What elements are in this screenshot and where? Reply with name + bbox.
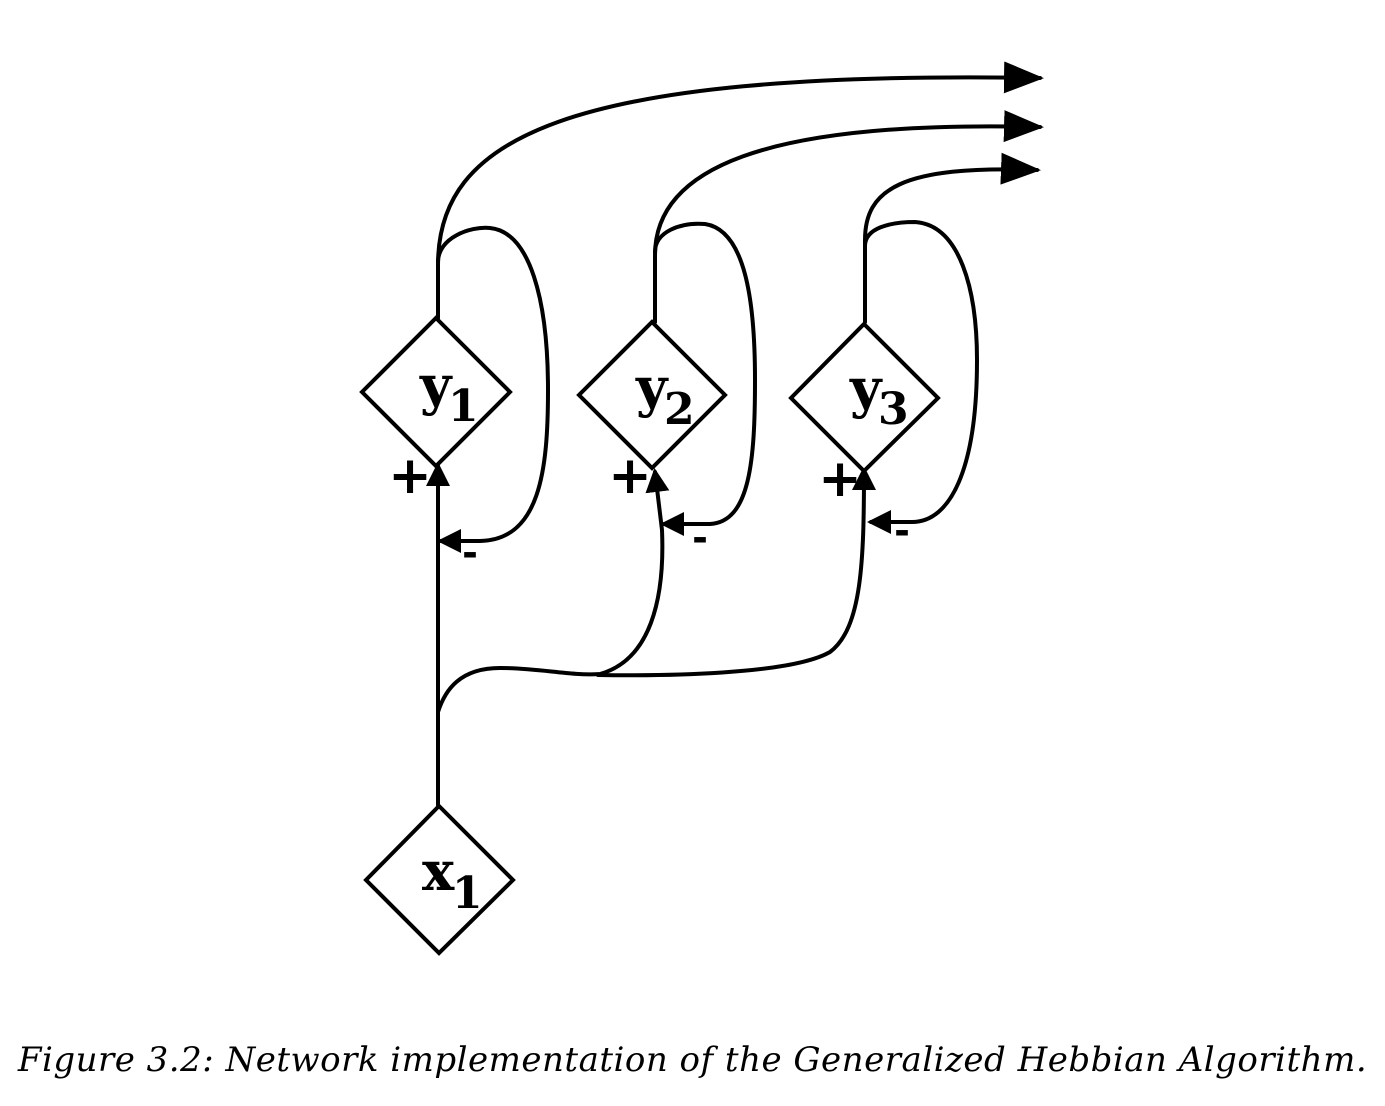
output-wire-y3 bbox=[863, 152, 1041, 324]
node-x1-label: x bbox=[422, 839, 455, 903]
node-y1-subscript: 1 bbox=[448, 381, 479, 432]
node-y2-diamond bbox=[576, 319, 728, 471]
node-y1-diamond bbox=[359, 315, 513, 469]
node-y2-subscript: 2 bbox=[664, 384, 695, 435]
feedback-loop-y2 bbox=[653, 221, 758, 536]
ghа-network-diagram: + + + - - - y 1 y 2 y 3 x 1 bbox=[359, 61, 1044, 956]
minus-sign-y3: - bbox=[894, 509, 910, 553]
node-y3: y 3 bbox=[788, 321, 941, 474]
minus-sign-y2: - bbox=[692, 516, 708, 560]
minus-sign-y1: - bbox=[462, 531, 478, 575]
feedback-loop-y1 bbox=[436, 225, 551, 553]
figure-caption: Figure 3.2: Network implementation of th… bbox=[17, 1040, 1368, 1080]
output-wire-y2 bbox=[653, 110, 1044, 324]
feedback-loop-y3 bbox=[863, 219, 980, 534]
node-x1: x 1 bbox=[363, 803, 516, 956]
node-y2: y 2 bbox=[576, 319, 728, 471]
node-y2-label: y bbox=[635, 355, 669, 419]
output-wire-y1 bbox=[436, 61, 1044, 320]
node-y3-label: y bbox=[849, 356, 883, 420]
node-y1: y 1 bbox=[359, 315, 513, 469]
node-y3-diamond bbox=[788, 321, 941, 474]
input-branch-to-y2 bbox=[436, 468, 670, 714]
node-y1-label: y bbox=[419, 353, 453, 417]
input-branch-to-y3 bbox=[596, 466, 876, 678]
node-y3-subscript: 3 bbox=[878, 384, 909, 435]
node-x1-subscript: 1 bbox=[452, 868, 483, 919]
node-x1-diamond bbox=[363, 803, 516, 956]
